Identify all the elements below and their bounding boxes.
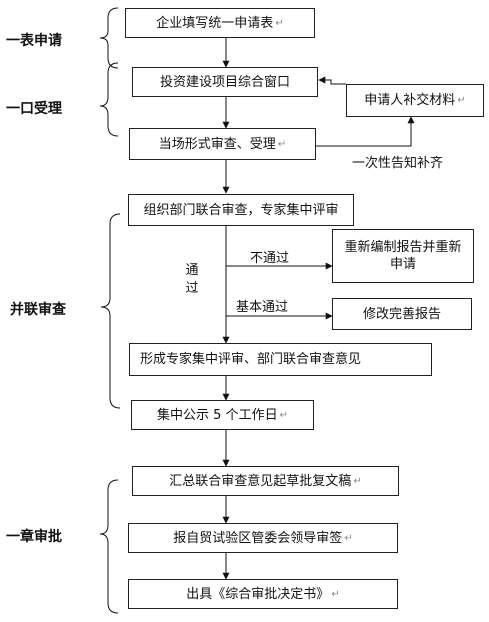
box-service-window: 投资建设项目综合窗口 — [132, 67, 318, 97]
box-text: 重新编制报告并重新申请 — [344, 240, 462, 272]
box-fill-application-form: 企业填写统一申请表↵ — [125, 8, 315, 38]
brace-stage-1 — [99, 7, 119, 69]
box-revise-report: 修改完善报告 — [332, 298, 472, 330]
box-text: 形成专家集中评审、部门联合审查意见 — [140, 352, 362, 367]
box-submit-materials: 申请人补交材料↵ — [346, 84, 484, 117]
box-leader-sign: 报自贸试验区管委会领导审签↵ — [128, 523, 398, 553]
box-text: 企业填写统一申请表 — [156, 15, 274, 31]
label-notify-once: 一次性告知补齐 — [352, 156, 444, 171]
box-text: 修改完善报告 — [362, 306, 441, 322]
label-basic-pass: 基本通过 — [236, 300, 289, 315]
brace-stage-2 — [99, 62, 119, 137]
label-not-pass: 不通过 — [250, 251, 290, 266]
arrow-b3-b2 — [318, 76, 346, 85]
return-mark: ↵ — [353, 475, 362, 487]
stage-label-one-form: 一表申请 — [6, 33, 62, 49]
box-public-notice: 集中公示 5 个工作日↵ — [131, 400, 314, 430]
return-mark: ↵ — [279, 409, 288, 421]
box-joint-review: 组织部门联合审查，专家集中评审 — [128, 194, 354, 226]
box-text: 出具《综合审批决定书》 — [186, 586, 330, 602]
return-mark: ↵ — [344, 532, 353, 544]
box-draft-approval: 汇总联合审查意见起草批复文稿↵ — [132, 466, 399, 496]
box-text: 组织部门联合审查，专家集中评审 — [143, 202, 339, 218]
box-text: 当场形式审查、受理 — [158, 136, 276, 152]
stage-label-parallel-review: 并联审查 — [10, 302, 66, 318]
box-formal-review: 当场形式审查、受理↵ — [129, 128, 316, 160]
box-issue-decision: 出具《综合审批决定书》↵ — [128, 579, 398, 609]
return-mark: ↵ — [457, 95, 466, 106]
box-text: 投资建设项目综合窗口 — [159, 74, 290, 90]
box-text: 汇总联合审查意见起草批复文稿 — [169, 473, 352, 489]
return-mark: ↵ — [277, 138, 287, 150]
box-resubmit: 重新编制报告并重新申请 — [332, 229, 474, 283]
return-mark: ↵ — [275, 17, 284, 29]
box-form-opinion: 形成专家集中评审、部门联合审查意见 — [129, 343, 432, 376]
brace-stage-4 — [99, 479, 119, 614]
return-mark: ↵ — [331, 588, 340, 600]
box-text: 报自贸试验区管委会领导审签 — [173, 530, 343, 546]
box-text: 集中公示 5 个工作日 — [157, 407, 278, 423]
stage-label-one-seal: 一章审批 — [6, 529, 62, 545]
stage-label-one-window: 一口受理 — [6, 101, 62, 117]
label-pass: 通过 — [185, 263, 199, 296]
box-text: 申请人补交材料 — [364, 93, 456, 108]
arrow-b4-b3 — [316, 116, 415, 147]
brace-stage-3 — [100, 213, 121, 409]
